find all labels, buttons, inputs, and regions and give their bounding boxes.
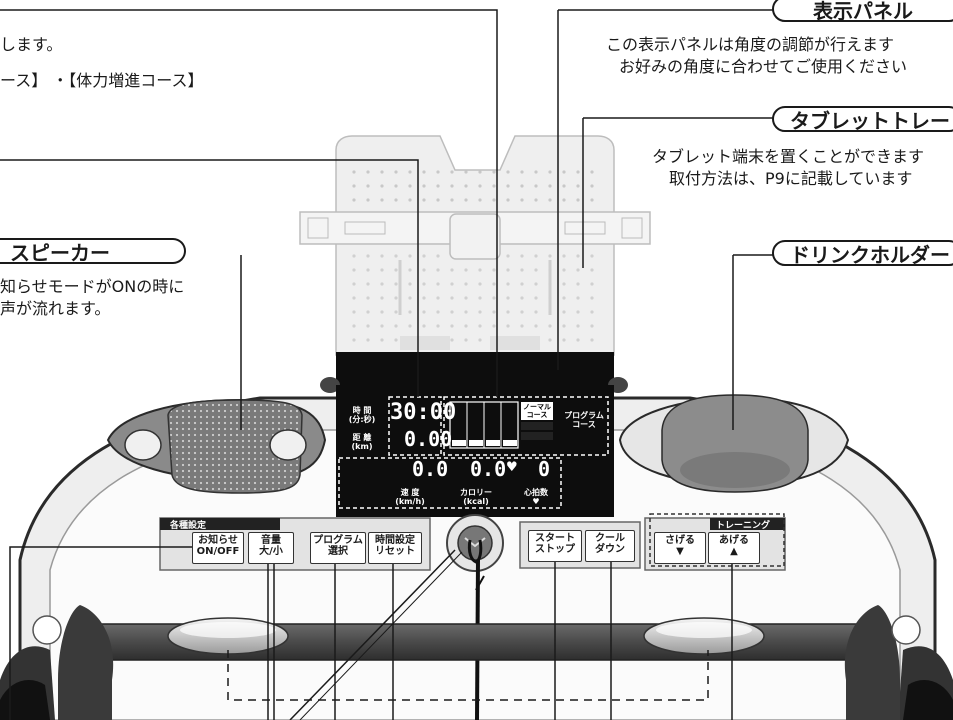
training-group-label: トレーニング bbox=[716, 521, 771, 531]
incline-down-button[interactable]: さげる▼ bbox=[654, 532, 706, 564]
settings-group-label: 各種設定 bbox=[170, 521, 207, 531]
down-arrow-icon: ▼ bbox=[676, 546, 684, 557]
time-label: 時 間 bbox=[352, 406, 372, 415]
distance-unit: (km) bbox=[351, 442, 373, 451]
cool-down-button[interactable]: クールダウン bbox=[585, 530, 635, 562]
start-stop-button[interactable]: スタートストップ bbox=[528, 530, 582, 562]
volume-button[interactable]: 音量大/小 bbox=[248, 532, 294, 564]
heart-rate-label: 心拍数 bbox=[524, 488, 548, 497]
speed-value: 0.0 bbox=[412, 457, 449, 481]
heart-rate-grip-right bbox=[643, 617, 765, 655]
time-unit: (分:秒) bbox=[348, 415, 376, 424]
heart-rate-grip-left bbox=[167, 617, 289, 655]
display-panel bbox=[320, 352, 628, 517]
leader-lines bbox=[0, 9, 775, 720]
speed-unit: (km/h) bbox=[395, 497, 425, 506]
program-course-sub: コース bbox=[572, 420, 596, 429]
tablet-tray bbox=[299, 135, 651, 356]
safety-key[interactable] bbox=[446, 514, 504, 720]
heart-icon: ♥ bbox=[507, 457, 517, 476]
speaker-title: スピーカー bbox=[0, 238, 186, 264]
time-value: 30:00 bbox=[390, 400, 457, 425]
distance-label: 距 離 bbox=[352, 433, 372, 442]
up-arrow-icon: ▲ bbox=[730, 546, 738, 557]
distance-value: 0.00 bbox=[404, 427, 453, 451]
time-reset-button[interactable]: 時間設定リセット bbox=[368, 532, 422, 564]
incline-up-button[interactable]: あげる▲ bbox=[708, 532, 760, 564]
display-desc-line2: お好みの角度に合わせてご使用ください bbox=[619, 57, 908, 76]
speaker bbox=[106, 398, 327, 494]
display-panel-title: 表示パネル bbox=[772, 0, 953, 22]
tablet-tray-title: タブレットトレー bbox=[772, 106, 953, 132]
program-course-label: プログラム bbox=[564, 411, 604, 420]
calorie-label: カロリー bbox=[460, 488, 492, 497]
tablet-desc-line2: 取付方法は、P9に記載しています bbox=[669, 169, 913, 188]
speed-label: 速 度 bbox=[400, 488, 420, 497]
calorie-unit: (kcal) bbox=[463, 497, 489, 506]
calorie-value: 0.0 bbox=[470, 457, 507, 481]
callout-top-left-line1: します。 bbox=[0, 35, 63, 54]
callout-top-left-line2: ース】 ・【体力増進コース】 bbox=[0, 71, 204, 90]
drink-holder-title: ドリンクホルダー bbox=[772, 240, 953, 266]
heart-rate-value: 0 bbox=[538, 457, 551, 481]
display-desc-line1: この表示パネルは角度の調節が行えます bbox=[606, 35, 895, 54]
course-normal: ノーマル bbox=[523, 403, 551, 411]
tablet-desc-line1: タブレット端末を置くことができます bbox=[652, 147, 925, 166]
course-normal-sub: コース bbox=[526, 411, 548, 419]
speaker-desc-line2: 声が流れます。 bbox=[0, 299, 111, 318]
drink-holder bbox=[618, 394, 850, 493]
program-select-button[interactable]: プログラム選択 bbox=[310, 532, 366, 564]
speaker-desc-line1: 知らせモードがONの時に bbox=[0, 277, 185, 296]
heart-rate-label-icon: ♥ bbox=[532, 497, 540, 506]
